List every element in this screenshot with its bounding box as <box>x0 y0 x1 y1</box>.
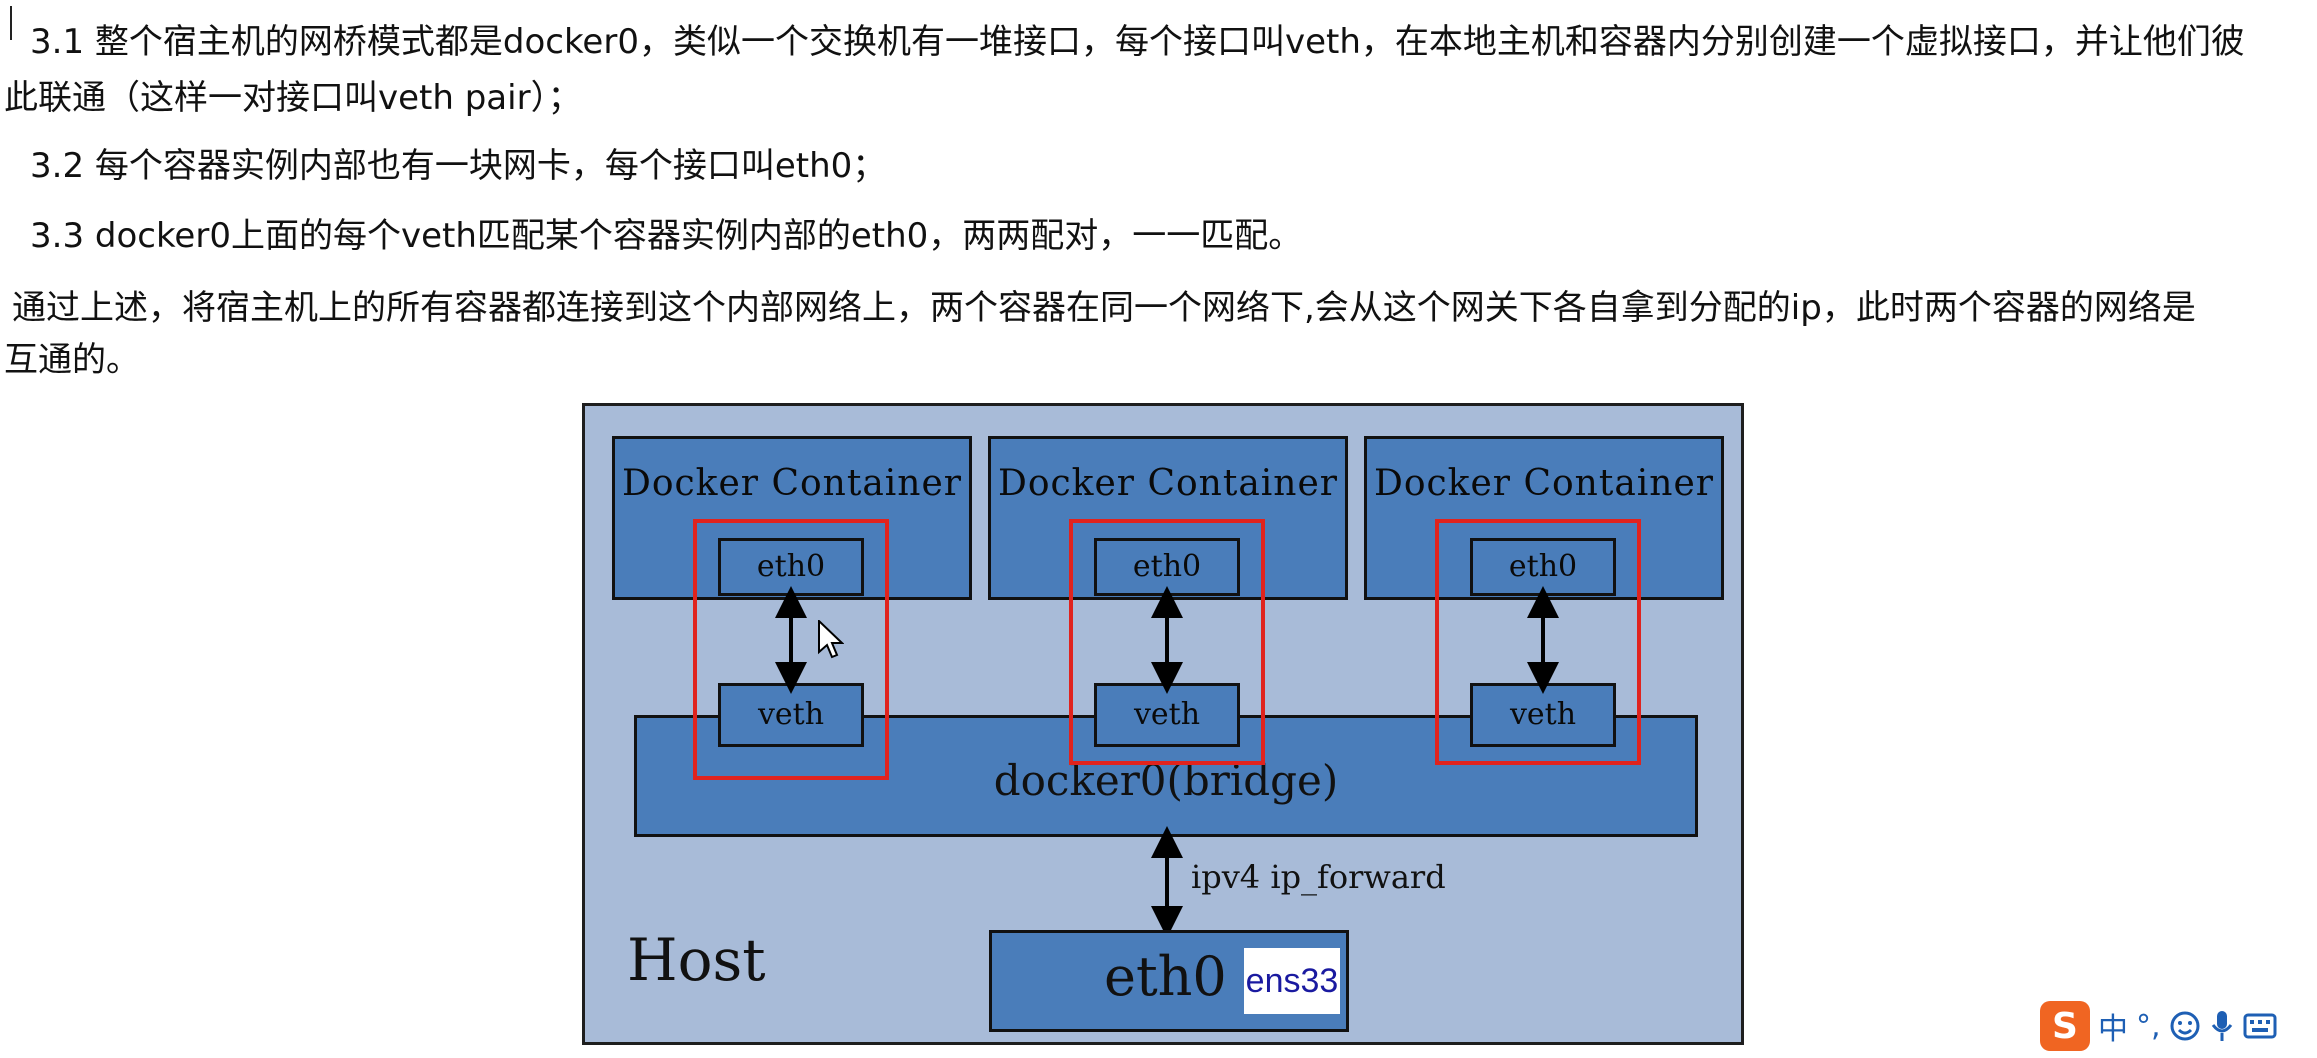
container-2-eth0: eth0 <box>1094 538 1240 596</box>
docker-container-3: Docker Container <box>1364 436 1724 600</box>
highlight-pair-3 <box>1435 519 1641 765</box>
ip-forward-label: ipv4 ip_forward <box>1191 858 1446 896</box>
ens33-label: ens33 <box>1244 948 1340 1014</box>
sogou-logo-icon[interactable]: S <box>2040 1001 2090 1051</box>
highlight-pair-1 <box>693 519 889 780</box>
summary-line1: 通过上述，将宿主机上的所有容器都连接到这个内部网络上，两个容器在同一个网络下,会… <box>12 288 2196 328</box>
paragraph-3-3: 3.3 docker0上面的每个veth匹配某个容器实例内部的eth0，两两配对… <box>30 216 1303 256</box>
punctuation-toggle[interactable]: °, <box>2136 1008 2161 1044</box>
container-title: Docker Container <box>997 463 1339 504</box>
connection-arrows <box>775 586 1559 938</box>
docker-network-diagram: docker0(bridge) Docker Container eth0 ve… <box>582 403 1744 1045</box>
emoji-icon[interactable] <box>2169 1010 2201 1042</box>
summary-line2: 互通的。 <box>4 340 140 380</box>
mouse-pointer-icon <box>818 620 844 659</box>
paragraph-3-1-line1: 3.1 整个宿主机的网桥模式都是docker0，类似一个交换机有一堆接口，每个接… <box>30 22 2245 62</box>
paragraph-3-2: 3.2 每个容器实例内部也有一块网卡，每个接口叫eth0； <box>30 146 887 186</box>
host-eth0: eth0 ens33 <box>989 930 1349 1032</box>
microphone-icon[interactable] <box>2209 1009 2235 1043</box>
paragraph-3-1-line2: 此联通（这样一对接口叫veth pair）； <box>4 78 582 118</box>
container-3-veth: veth <box>1470 683 1616 747</box>
container-title: Docker Container <box>1373 463 1715 504</box>
container-title: Docker Container <box>621 463 963 504</box>
highlight-pair-2 <box>1069 519 1265 765</box>
text-caret <box>10 6 12 40</box>
ime-toolbar[interactable]: S 中 °, <box>2040 998 2317 1054</box>
host-eth0-label: eth0 <box>1104 945 1227 1008</box>
input-mode-toggle[interactable]: 中 <box>2098 1012 2128 1047</box>
host-label: Host <box>627 926 766 994</box>
keyboard-icon[interactable] <box>2243 1012 2277 1040</box>
